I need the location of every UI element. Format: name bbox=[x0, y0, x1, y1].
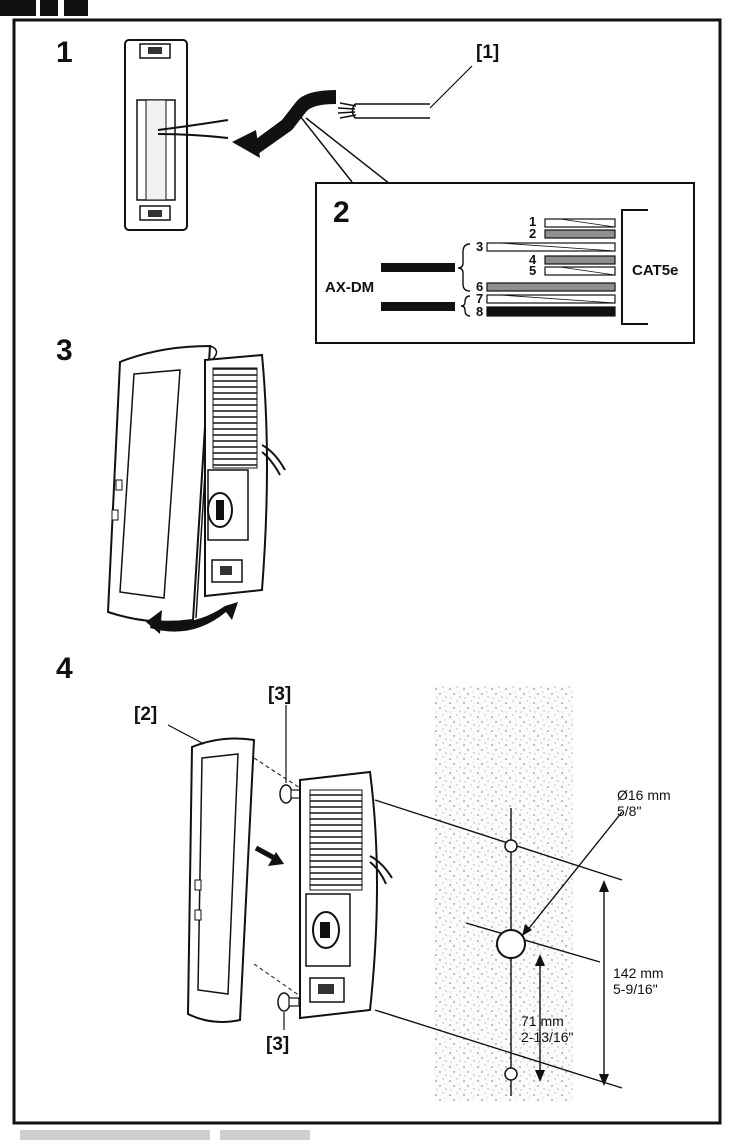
wire-group-braces bbox=[457, 243, 471, 317]
cable-entry-hole bbox=[496, 929, 526, 959]
wire-numbers: 1 2 3 4 5 6 7 8 bbox=[476, 214, 537, 319]
step-2-number: 2 bbox=[333, 196, 350, 229]
span-metric: 142 mm bbox=[613, 965, 664, 981]
cable-jacket bbox=[621, 209, 648, 325]
detail-zoom-lines bbox=[299, 115, 391, 185]
step-1-number: 1 bbox=[56, 36, 73, 69]
span-imperial: 5-9/16" bbox=[613, 981, 658, 997]
ax-dm-conductors bbox=[381, 263, 455, 311]
hole-diameter-imperial: 5/8" bbox=[617, 803, 641, 819]
caption-fragment bbox=[20, 1130, 310, 1140]
wire-number-5: 5 bbox=[529, 263, 536, 278]
detector-front-view bbox=[124, 39, 229, 231]
wire-strips bbox=[486, 218, 616, 317]
dimension-lines bbox=[522, 811, 623, 1086]
callout-1: [1] bbox=[476, 42, 499, 63]
wire-number-8: 8 bbox=[476, 304, 483, 319]
base-unit-view bbox=[204, 353, 286, 598]
callout-2: [2] bbox=[134, 704, 157, 725]
hole-diameter-metric: Ø16 mm bbox=[617, 787, 671, 803]
mounting-screws bbox=[253, 757, 302, 1012]
drill-holes bbox=[496, 839, 526, 1081]
label-cat5e: CAT5e bbox=[632, 262, 678, 279]
base-unit-exploded-view bbox=[299, 770, 393, 1020]
callout-3-top: [3] bbox=[268, 684, 291, 705]
wire-number-4: 4 bbox=[529, 252, 537, 267]
step-3-number: 3 bbox=[56, 334, 73, 367]
wire-number-2: 2 bbox=[529, 226, 536, 241]
wall-surface bbox=[434, 686, 574, 1102]
cover-exploded-view bbox=[186, 737, 256, 1023]
half-span-metric: 71 mm bbox=[521, 1013, 564, 1029]
step-4-number: 4 bbox=[56, 652, 73, 685]
assembly-arrow-icon bbox=[254, 845, 284, 866]
header-fragment bbox=[0, 0, 88, 16]
label-ax-dm: AX-DM bbox=[325, 279, 374, 296]
half-span-imperial: 2-13/16" bbox=[521, 1029, 573, 1045]
callout-3-bottom: [3] bbox=[266, 1034, 289, 1055]
cover-removed-view bbox=[106, 344, 218, 623]
upper-screw-hole bbox=[504, 839, 518, 853]
rotate-arrow-icon bbox=[146, 602, 238, 634]
wire-number-7: 7 bbox=[476, 291, 483, 306]
callout-2-leader bbox=[167, 724, 205, 745]
cable-feed-arrow bbox=[232, 90, 336, 158]
diagram-frame bbox=[12, 18, 722, 1125]
wire-number-1: 1 bbox=[529, 214, 536, 229]
lower-screw-hole bbox=[504, 1067, 518, 1081]
wire-number-3: 3 bbox=[476, 239, 483, 254]
cat5e-cable-end bbox=[337, 65, 473, 119]
wire-number-6: 6 bbox=[476, 279, 483, 294]
